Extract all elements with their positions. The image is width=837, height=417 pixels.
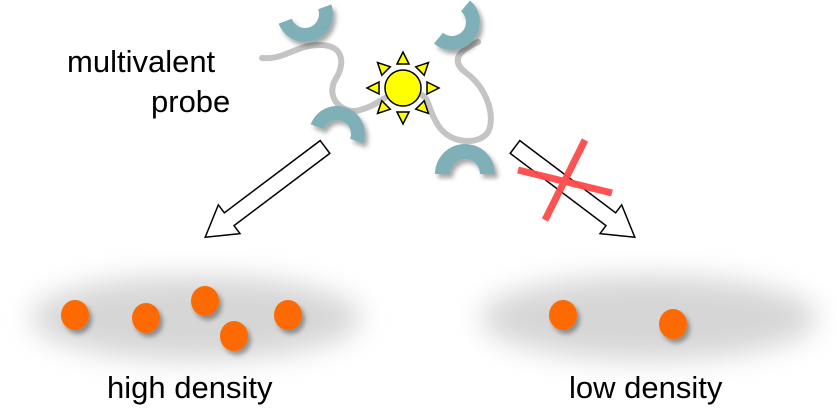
- receptor-dot: [220, 321, 248, 351]
- binder-half-ring: [434, 0, 480, 50]
- binder-half-ring: [310, 106, 365, 144]
- cross-icon: [517, 138, 613, 222]
- receptor-dot: [659, 309, 687, 339]
- linker-right: [419, 39, 494, 145]
- arrow-icon: [509, 139, 636, 239]
- binders: [278, 0, 495, 174]
- receptor-dot: [191, 286, 219, 316]
- linker-left: [259, 41, 388, 114]
- probe-label-line2: probe: [151, 84, 230, 119]
- binder-half-ring: [435, 144, 495, 174]
- high-density-label: high density: [107, 370, 273, 405]
- probe-label-line1: multivalent: [67, 44, 216, 79]
- low-density-dots: [549, 300, 687, 339]
- sun-icon: [366, 50, 440, 125]
- receptor-dot: [132, 303, 160, 333]
- high-density-dots: [61, 286, 302, 351]
- binder-half-ring: [278, 4, 333, 42]
- receptor-dot: [274, 300, 302, 330]
- low-density-surface: [481, 276, 817, 360]
- high-density-surface: [31, 276, 361, 360]
- low-density-label: low density: [569, 370, 723, 405]
- arrow-icon: [204, 139, 331, 239]
- receptor-dot: [549, 300, 577, 330]
- receptor-dot: [61, 300, 89, 330]
